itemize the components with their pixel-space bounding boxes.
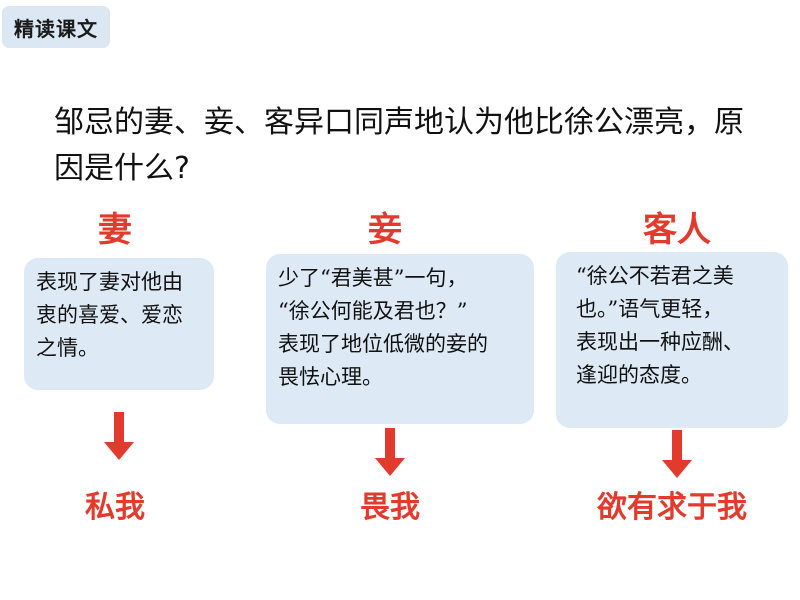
explanation-box-wife: 表现了妻对他由 衷的喜爱、爱恋 之情。: [24, 258, 214, 390]
heading-guest: 客人: [643, 210, 711, 250]
section-tag: 精读课文: [2, 6, 110, 48]
question-text: 邹忌的妻、妾、客异口同声地认为他比徐公漂亮，原因是什么?: [54, 105, 744, 186]
conclusion-wife: 私我: [85, 490, 145, 525]
arrow-down-icon: [662, 430, 692, 480]
arrow-down-icon: [375, 428, 405, 478]
heading-wife: 妻: [98, 210, 132, 250]
heading-concubine: 妾: [368, 210, 402, 250]
arrow-down-icon: [104, 412, 134, 462]
explanation-box-guest: “徐公不若君之美 也。”语气更轻， 表现出一种应酬、 逢迎的态度。: [556, 252, 788, 428]
explanation-box-concubine: 少了“君美甚”一句， “徐公何能及君也？” 表现了地位低微的妾的 畏怯心理。: [266, 254, 534, 424]
conclusion-concubine: 畏我: [360, 490, 420, 525]
conclusion-guest: 欲有求于我: [597, 490, 747, 525]
